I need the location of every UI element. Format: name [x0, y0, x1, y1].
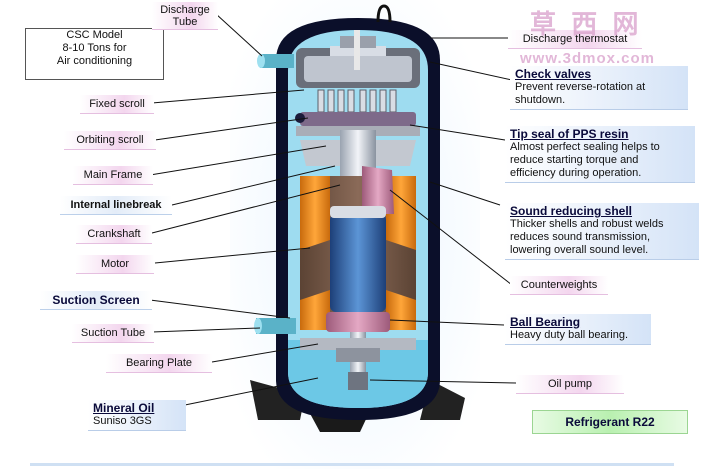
sound-shell-desc-2: reduces sound transmission,: [510, 231, 651, 243]
model-info-box: CSC Model 8-10 Tons for Air conditioning: [25, 28, 164, 80]
main-frame-label: Main Frame: [73, 166, 153, 185]
bearing-plate-label: Bearing Plate: [106, 354, 212, 373]
oil-pump-label: Oil pump: [516, 375, 624, 394]
check-valves-title: Check valves: [515, 67, 592, 81]
orbiting-scroll-label: Orbiting scroll: [64, 131, 156, 150]
check-valves-callout: Check valves Prevent reverse-rotation at…: [510, 66, 688, 110]
fixed-scroll-label: Fixed scroll: [80, 95, 154, 114]
mineral-oil-desc: Suniso 3GS: [93, 415, 152, 427]
tip-seal-desc-2: reduce starting torque and: [510, 154, 639, 166]
discharge-tube-line-2: Tube: [172, 16, 198, 28]
refrigerant-label: Refrigerant R22: [532, 410, 688, 434]
sound-shell-callout: Sound reducing shell Thicker shells and …: [505, 203, 699, 260]
ball-bearing-title: Ball Bearing: [510, 315, 581, 329]
suction-tube-label: Suction Tube: [72, 324, 154, 343]
watermark-url: www.3dmox.com: [520, 50, 655, 67]
tip-seal-callout: Tip seal of PPS resin Almost perfect sea…: [505, 126, 695, 183]
counterweights-label: Counterweights: [510, 276, 608, 295]
discharge-tube-line-1: Discharge: [160, 4, 210, 16]
internal-linebreak-label: Internal linebreak: [60, 196, 172, 215]
mineral-oil-title: Mineral Oil: [93, 401, 155, 415]
suction-screen-label: Suction Screen: [40, 291, 152, 310]
motor-label: Motor: [76, 255, 154, 274]
model-line-3: Air conditioning: [56, 55, 133, 67]
check-valves-desc-2: shutdown.: [515, 94, 566, 106]
ball-bearing-desc: Heavy duty ball bearing.: [510, 329, 629, 341]
discharge-thermostat-label: Discharge thermostat: [508, 30, 642, 49]
sound-shell-title: Sound reducing shell: [510, 204, 633, 218]
model-line-2: 8-10 Tons for: [62, 42, 127, 54]
tip-seal-desc-1: Almost perfect sealing helps to: [510, 141, 660, 153]
mineral-oil-callout: Mineral Oil Suniso 3GS: [88, 400, 186, 431]
crankshaft-label: Crankshaft: [76, 225, 152, 244]
check-valves-desc-1: Prevent reverse-rotation at: [515, 81, 646, 93]
sound-shell-desc-3: lowering overall sound level.: [510, 244, 649, 256]
tip-seal-desc-3: efficiency during operation.: [510, 167, 642, 179]
discharge-tube-label: Discharge Tube: [152, 2, 218, 30]
tip-seal-title: Tip seal of PPS resin: [510, 127, 629, 141]
model-line-1: CSC Model: [66, 29, 123, 41]
ball-bearing-callout: Ball Bearing Heavy duty ball bearing.: [505, 314, 651, 345]
sound-shell-desc-1: Thicker shells and robust welds: [510, 218, 664, 230]
watermark-chars: 草 西 网: [530, 9, 643, 39]
